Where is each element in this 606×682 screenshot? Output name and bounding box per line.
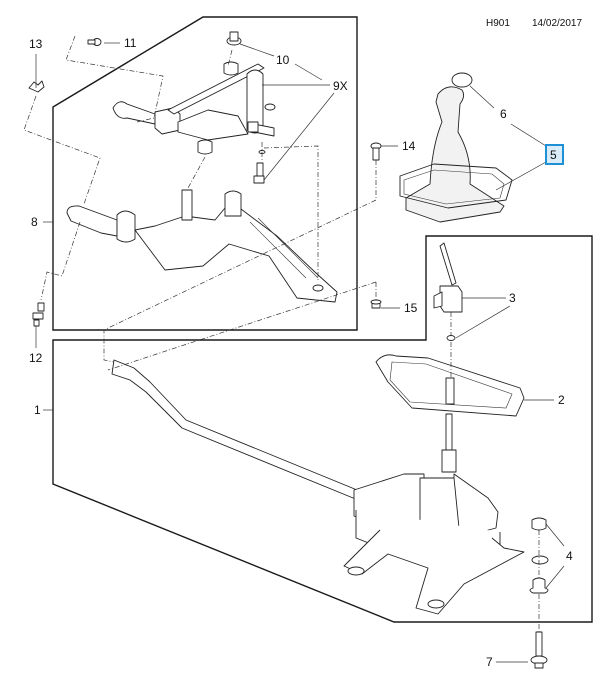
callout-11[interactable]: 11	[124, 36, 137, 50]
part-9x-bushing-top[interactable]	[223, 61, 239, 76]
part-1-shifter-assembly[interactable]	[111, 359, 549, 615]
part-5-knob-and-boot[interactable]	[399, 86, 513, 223]
callout-2[interactable]: 2	[558, 393, 565, 407]
callout-13[interactable]: 13	[29, 37, 43, 51]
shift-linkage-upper[interactable]	[112, 63, 275, 141]
callout-8[interactable]: 8	[31, 215, 38, 229]
callout-14[interactable]: 14	[402, 139, 416, 153]
diagram-date: 14/02/2017	[532, 18, 582, 29]
part-14-bolt[interactable]	[370, 142, 382, 161]
callout-7[interactable]: 7	[486, 655, 493, 669]
part-7-bolt[interactable]	[530, 631, 548, 669]
part-2-frame-seal[interactable]	[375, 354, 525, 417]
diagram-code: H901	[486, 18, 510, 29]
callout-12[interactable]: 12	[29, 351, 43, 365]
part-12-retainer[interactable]	[32, 302, 45, 327]
callout-9x[interactable]: 9X	[333, 79, 348, 93]
part-9x-bushing-mid[interactable]	[197, 139, 213, 155]
callout-labels: 13 11 10 9X 8 12 1 14 15 6 5 3 2 4 7	[29, 36, 573, 669]
part-10-nut[interactable]	[226, 31, 242, 46]
assembly-lines	[23, 35, 540, 632]
callout-5-highlighted[interactable]: 5	[545, 144, 564, 165]
upper-group-frame	[52, 16, 358, 331]
part-15-nut[interactable]	[370, 299, 382, 309]
part-4-bushings[interactable]	[529, 517, 549, 594]
part-6-knob-cap[interactable]	[451, 72, 473, 88]
callout-1[interactable]: 1	[34, 403, 41, 417]
part-13-clip[interactable]	[28, 80, 45, 93]
callout-10[interactable]: 10	[276, 53, 290, 67]
leader-lines	[35, 42, 565, 663]
part-8-bracket[interactable]	[66, 189, 338, 303]
callout-4[interactable]: 4	[566, 549, 573, 563]
callout-5[interactable]: 5	[550, 148, 557, 162]
callout-6[interactable]: 6	[500, 107, 507, 121]
part-11-clip-pin[interactable]	[87, 38, 102, 46]
callout-5-highlight-box	[545, 144, 564, 165]
callout-15[interactable]: 15	[404, 301, 418, 315]
callout-3[interactable]: 3	[509, 291, 516, 305]
lower-group-frame	[52, 235, 593, 623]
part-3-shift-lever[interactable]	[433, 242, 463, 341]
